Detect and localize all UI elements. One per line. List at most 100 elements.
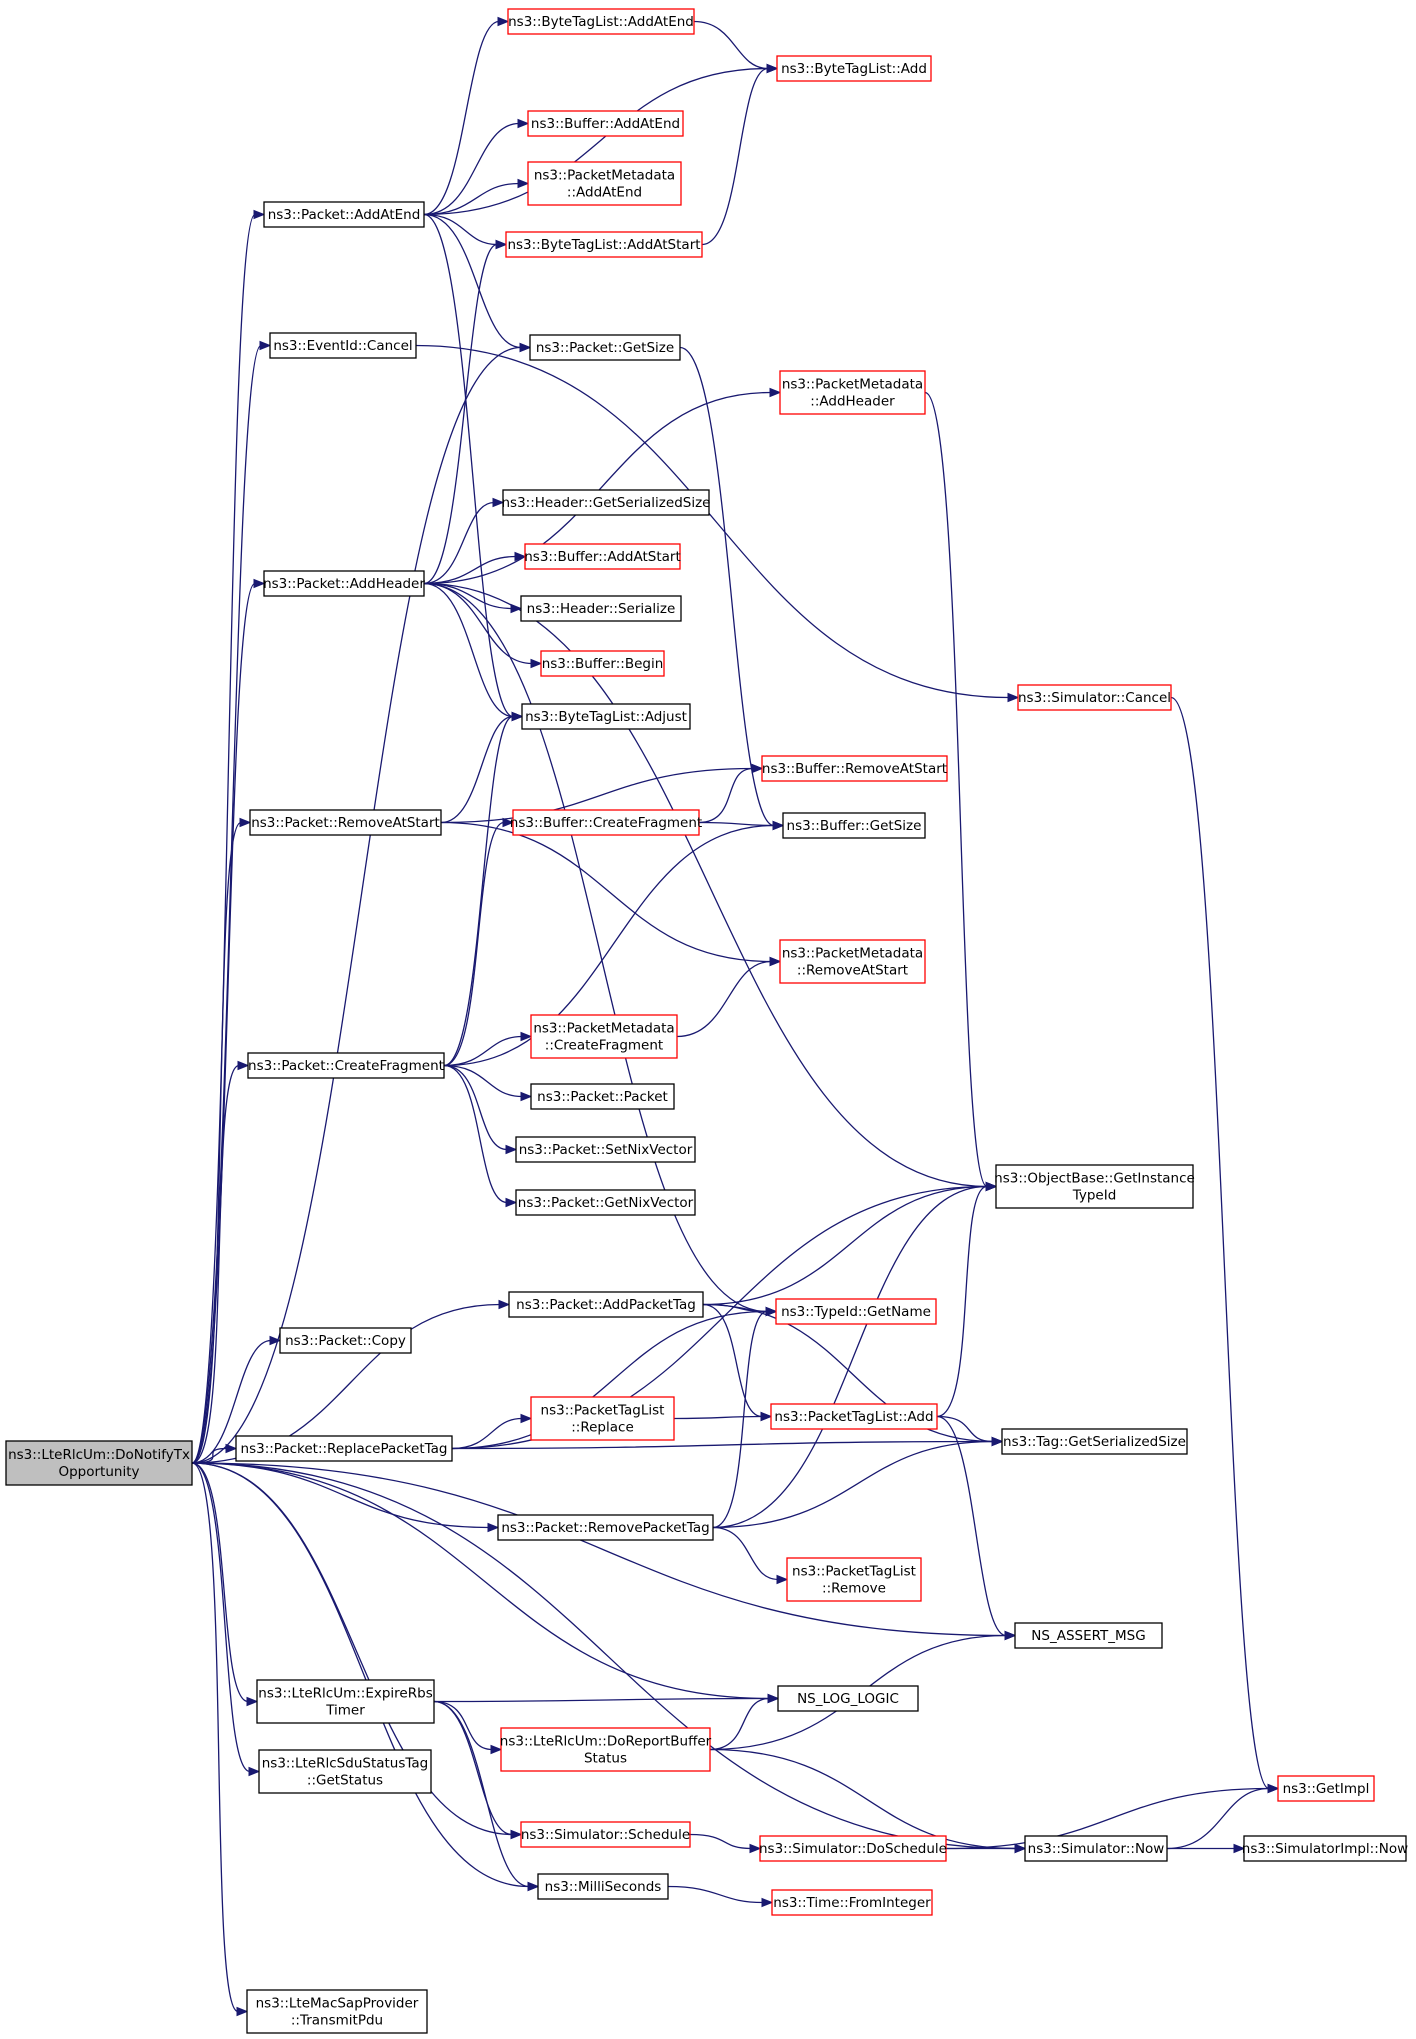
edge-add-header-to-obj-get-inst (423, 582, 988, 1188)
function-node-btl-add-at-start[interactable]: ns3::ByteTagList::AddAtStart (505, 231, 703, 258)
node-label: ns3::ByteTagList::Adjust (525, 709, 687, 725)
edge-get-size-to-buf-get-size (679, 346, 775, 827)
function-node-add-packet-tag[interactable]: ns3::Packet::AddPacketTag (508, 1291, 704, 1318)
function-node-ns-log-logic[interactable]: NS_LOG_LOGIC (777, 1685, 919, 1712)
edge-arrowhead (776, 1574, 789, 1585)
node-box (1017, 684, 1172, 711)
function-node-milli-seconds[interactable]: ns3::MilliSeconds (537, 1873, 669, 1900)
edge-arrowhead (253, 578, 266, 589)
function-node-sim-impl-now[interactable]: ns3::SimulatorImpl::Now (1242, 1835, 1408, 1862)
function-node-hdr-serialize[interactable]: ns3::Header::Serialize (520, 595, 682, 622)
function-node-buf-add-at-end[interactable]: ns3::Buffer::AddAtEnd (527, 110, 684, 137)
function-node-add-header[interactable]: ns3::Packet::AddHeader (263, 570, 425, 597)
function-node-hdr-get-ser-size[interactable]: ns3::Header::GetSerializedSize (502, 489, 711, 516)
edge-expire-rbs-to-do-report-buf (433, 1700, 493, 1751)
edge-add-header-to-buf-begin (423, 582, 533, 665)
edge-root-to-get-size (191, 346, 522, 1464)
function-node-get-size[interactable]: ns3::Packet::GetSize (529, 334, 681, 361)
function-node-add-at-end[interactable]: ns3::Packet::AddAtEnd (263, 201, 425, 228)
node-label: ns3::Packet::SetNixVector (519, 1142, 693, 1158)
function-node-packet-ctor[interactable]: ns3::Packet::Packet (530, 1083, 675, 1110)
function-node-sim-schedule[interactable]: ns3::Simulator::Schedule (520, 1821, 691, 1848)
node-box (247, 1052, 445, 1079)
node-box (520, 595, 682, 622)
edge-add-packet-tag-to-obj-get-inst (702, 1185, 988, 1306)
function-node-get-impl[interactable]: ns3::GetImpl (1277, 1775, 1375, 1802)
node-box (258, 1749, 432, 1794)
node-label: ns3::Time::FromInteger (773, 1895, 931, 1911)
function-node-set-nix[interactable]: ns3::Packet::SetNixVector (515, 1136, 696, 1163)
node-box (530, 1396, 675, 1441)
function-node-replace-packet-tag[interactable]: ns3::Packet::ReplacePacketTag (235, 1435, 453, 1462)
function-node-ptl-replace[interactable]: ns3::PacketTagList::Replace (530, 1396, 675, 1441)
function-node-pm-remove-at-start[interactable]: ns3::PacketMetadata::RemoveAtStart (779, 939, 926, 984)
edge-arrowhead (487, 1522, 500, 1533)
function-node-type-get-name[interactable]: ns3::TypeId::GetName (775, 1298, 937, 1325)
edge-btl-add-at-end-to-btl-add (693, 20, 769, 70)
function-node-create-fragment[interactable]: ns3::Packet::CreateFragment (247, 1052, 445, 1079)
function-node-btl-adjust[interactable]: ns3::ByteTagList::Adjust (521, 703, 691, 730)
node-box (515, 1189, 696, 1216)
function-node-buf-get-size[interactable]: ns3::Buffer::GetSize (782, 812, 926, 839)
edge-arrowhead (749, 1843, 762, 1854)
node-label: NS_ASSERT_MSG (1031, 1628, 1145, 1644)
edge-arrowhead (495, 239, 508, 250)
function-node-btl-add[interactable]: ns3::ByteTagList::Add (776, 55, 932, 82)
edge-arrowhead (511, 711, 524, 722)
edge-ptl-add-to-tag-get-ser-size (936, 1415, 994, 1443)
node-box (529, 334, 681, 361)
function-node-sim-now[interactable]: ns3::Simulator::Now (1024, 1835, 1168, 1862)
node-box (537, 1873, 669, 1900)
function-node-remove-at-start[interactable]: ns3::Packet::RemoveAtStart (249, 809, 442, 836)
function-node-get-nix[interactable]: ns3::Packet::GetNixVector (515, 1189, 696, 1216)
function-node-btl-add-at-end[interactable]: ns3::ByteTagList::AddAtEnd (507, 8, 695, 35)
function-node-sim-do-schedule[interactable]: ns3::Simulator::DoSchedule (759, 1835, 947, 1862)
function-node-pm-add-at-end[interactable]: ns3::PacketMetadata::AddAtEnd (527, 161, 682, 206)
node-label: ns3::PacketMetadata (782, 377, 923, 393)
function-node-buf-begin[interactable]: ns3::Buffer::Begin (540, 650, 665, 677)
edge-arrowhead (505, 1197, 518, 1208)
edge-btl-add-at-start-to-btl-add (701, 67, 769, 246)
function-node-ptl-add[interactable]: ns3::PacketTagList::Add (770, 1403, 938, 1430)
function-node-buf-add-at-start[interactable]: ns3::Buffer::AddAtStart (524, 543, 681, 570)
function-node-copy[interactable]: ns3::Packet::Copy (279, 1327, 412, 1354)
node-label: ns3::Header::GetSerializedSize (502, 495, 711, 511)
edge-buf-create-fragment-to-buf-remove-at-start (698, 767, 754, 824)
edge-add-at-end-to-btl-add (423, 67, 769, 216)
node-label: ns3::LteRlcUm::ExpireRbs (258, 1686, 432, 1702)
edge-ptl-replace-to-ptl-add (673, 1415, 763, 1420)
node-label: ns3::Packet::Copy (285, 1333, 406, 1349)
function-node-sim-cancel[interactable]: ns3::Simulator::Cancel (1017, 684, 1172, 711)
function-node-remove-packet-tag[interactable]: ns3::Packet::RemovePacketTag (497, 1514, 714, 1541)
function-node-event-cancel[interactable]: ns3::EventId::Cancel (269, 332, 417, 359)
function-node-tag-get-ser-size[interactable]: ns3::Tag::GetSerializedSize (1001, 1428, 1188, 1455)
function-node-ns-assert[interactable]: NS_ASSERT_MSG (1014, 1622, 1163, 1649)
function-node-buf-create-fragment[interactable]: ns3::Buffer::CreateFragment (510, 809, 702, 836)
function-node-ptl-remove[interactable]: ns3::PacketTagList::Remove (786, 1557, 922, 1602)
edge-arrowhead (1233, 1843, 1246, 1854)
edge-root-to-copy (191, 1339, 272, 1464)
node-box (515, 1136, 696, 1163)
node-box (502, 489, 710, 516)
edge-add-at-end-to-pm-add-at-end (423, 182, 520, 216)
node-box (497, 1514, 714, 1541)
node-box (775, 1298, 937, 1325)
node-box (530, 1014, 678, 1059)
edge-create-fragment-to-pm-create-fragment (443, 1035, 523, 1067)
edge-remove-packet-tag-to-obj-get-inst (712, 1185, 988, 1529)
function-node-pm-create-fragment[interactable]: ns3::PacketMetadata::CreateFragment (530, 1014, 678, 1059)
edge-root-to-expire-rbs (191, 1462, 249, 1703)
edge-arrowhead (514, 551, 527, 562)
function-node-transmit-pdu[interactable]: ns3::LteMacSapProvider::TransmitPdu (246, 1989, 428, 2034)
node-box (527, 161, 682, 206)
edge-arrowhead (751, 763, 764, 774)
edge-root-to-sim-now (191, 1462, 1017, 1850)
function-node-buf-remove-at-start[interactable]: ns3::Buffer::RemoveAtStart (761, 755, 948, 782)
function-node-time-from-int[interactable]: ns3::Time::FromInteger (771, 1889, 933, 1916)
function-node-pm-add-header[interactable]: ns3::PacketMetadata::AddHeader (779, 370, 926, 415)
function-node-sdu-get-status[interactable]: ns3::LteRlcSduStatusTag::GetStatus (258, 1749, 432, 1794)
